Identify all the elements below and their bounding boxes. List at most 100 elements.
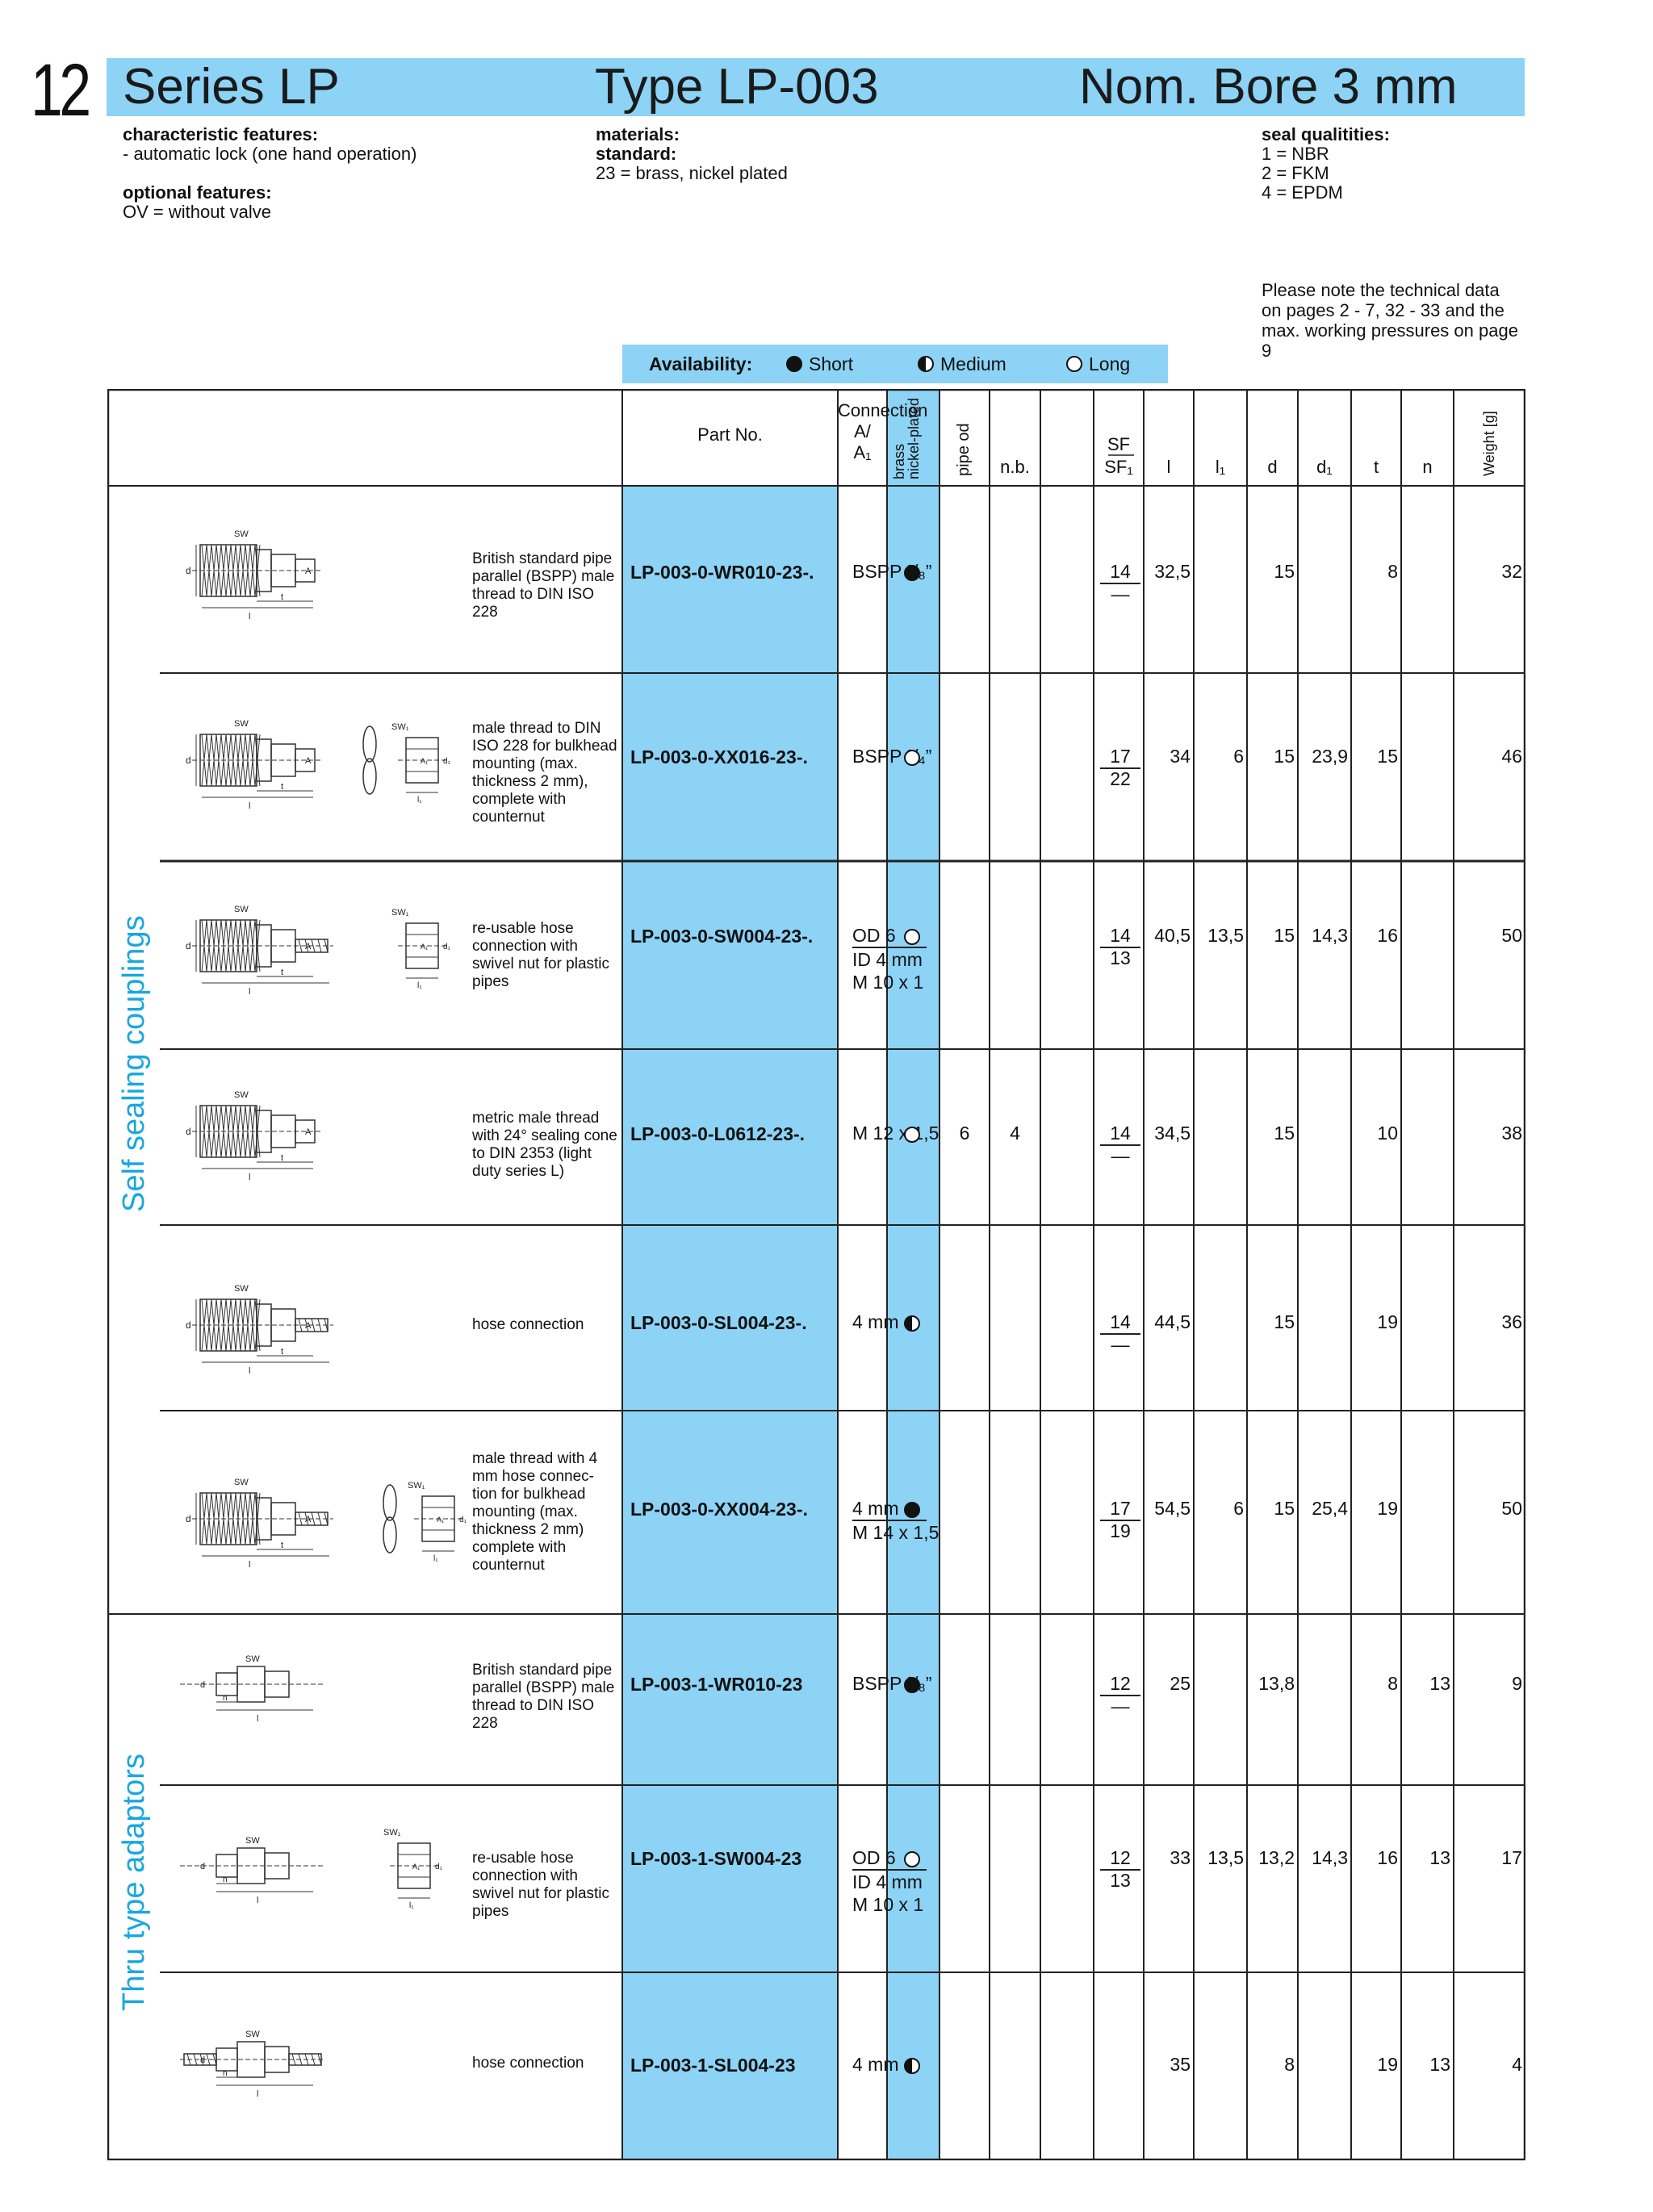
l-value: 40,5 [1154, 925, 1191, 946]
l1-value: 13,5 [1207, 1847, 1244, 1868]
seal-qualities: seal qualitities: 1 = NBR 2 = FKM 4 = EP… [1262, 125, 1390, 203]
w-value: 17 [1501, 1847, 1522, 1868]
seal-fkm: 2 = FKM [1262, 163, 1329, 183]
w-value: 50 [1501, 1498, 1522, 1519]
l-value: 34,5 [1154, 1123, 1191, 1144]
svg-text:SW: SW [234, 1090, 249, 1100]
svg-text:l: l [257, 1896, 258, 1905]
availability-medium: Medium [940, 353, 1006, 374]
technical-note: Please note the technical data on pages … [1262, 280, 1518, 361]
availability-long: Long [1089, 353, 1131, 374]
row-description: British standard pipe parallel (BSPP) ma… [472, 1662, 615, 1732]
n-value: 13 [1429, 2054, 1450, 2075]
medium-availability-icon [904, 2058, 920, 2074]
w-value: 32 [1501, 561, 1522, 582]
svg-text:d: d [200, 1680, 205, 1690]
header-brass: brass [891, 443, 907, 479]
d-value: 15 [1274, 1311, 1295, 1332]
t-value: 8 [1387, 561, 1398, 582]
svg-text:t: t [281, 1347, 283, 1357]
sf1-value: — [1111, 1696, 1130, 1716]
series-title: Series LP [123, 59, 340, 115]
svg-text:A: A [305, 567, 312, 576]
connection-value: 4 mm [852, 1311, 899, 1332]
svg-text:l: l [257, 1714, 258, 1724]
sf-value: 12 [1100, 1846, 1140, 1871]
d-value: 15 [1274, 561, 1295, 582]
svg-text:d: d [186, 1319, 191, 1331]
svg-text:SW₁: SW₁ [391, 908, 409, 918]
header-pipe-od: pipe od [955, 423, 973, 476]
header-nickel: nickel-plated [906, 397, 922, 479]
t-value: 16 [1377, 925, 1398, 946]
svg-text:d₁: d₁ [443, 757, 451, 766]
part-number: LP-003-0-XX004-23-. [630, 1499, 808, 1520]
header-t: t [1373, 457, 1379, 477]
part-number: LP-003-0-SL004-23-. [630, 1312, 807, 1333]
part-number: LP-003-1-SL004-23 [630, 2055, 796, 2076]
connection-value-2: ID 4 mm [852, 1871, 923, 1892]
availability-legend: Availability: Short Medium Long [622, 345, 1168, 383]
svg-text:SW: SW [234, 905, 249, 914]
availability-short: Short [809, 353, 853, 374]
group-label-self: Self sealing couplings [117, 915, 151, 1212]
d-value: 8 [1284, 2054, 1295, 2075]
long-availability-icon [904, 750, 920, 766]
svg-text:A: A [305, 756, 312, 766]
nb-value: 4 [1010, 1123, 1020, 1144]
materials-title: materials: [596, 124, 680, 144]
l1-value: 6 [1233, 1498, 1244, 1519]
w-value: 50 [1501, 925, 1522, 946]
materials-standard: standard: [596, 144, 677, 164]
part-number: LP-003-0-SW004-23-. [630, 926, 814, 947]
connection-value-2: M 14 x 1,5 [852, 1522, 939, 1543]
svg-text:l₁: l₁ [433, 1554, 438, 1563]
svg-text:l: l [249, 987, 250, 997]
row-description: metric male thread with 24° sealing cone… [472, 1110, 617, 1180]
header-d1: d₁ [1316, 457, 1333, 477]
svg-text:l₁: l₁ [417, 981, 422, 990]
svg-text:l₁: l₁ [409, 1901, 414, 1910]
header-connection: Connection [838, 400, 928, 420]
l1-value: 6 [1233, 746, 1244, 767]
group-label-thru: Thru type adaptors [117, 1754, 151, 2011]
svg-text:t: t [281, 592, 283, 602]
svg-text:l: l [249, 1173, 250, 1182]
svg-text:A: A [305, 1515, 312, 1524]
header-n: n [1422, 457, 1433, 477]
sf1-value: — [1111, 583, 1130, 604]
d-value: 13,2 [1258, 1847, 1295, 1868]
row-description: re-usable hose connection with swivel nu… [472, 920, 610, 990]
l1-value: 13,5 [1207, 925, 1244, 946]
svg-text:d: d [186, 1513, 191, 1524]
long-availability-icon [904, 929, 920, 945]
svg-text:t: t [281, 1153, 283, 1163]
t-value: 15 [1377, 746, 1398, 767]
svg-text:l: l [257, 2089, 258, 2099]
l-value: 44,5 [1154, 1311, 1191, 1332]
l-value: 35 [1170, 2054, 1191, 2075]
n-value: 13 [1429, 1673, 1450, 1694]
row-description: hose connection [472, 1316, 584, 1333]
svg-text:SW: SW [245, 2030, 260, 2039]
w-value: 46 [1501, 746, 1522, 767]
connection-value-3: M 10 x 1 [852, 1894, 924, 1915]
svg-text:d: d [200, 1862, 205, 1871]
characteristic-line: - automatic lock (one hand operation) [123, 144, 417, 164]
w-value: 9 [1512, 1673, 1522, 1694]
svg-text:n: n [223, 2069, 228, 2078]
header-nb: n.b. [1000, 457, 1030, 477]
d-value: 15 [1274, 925, 1295, 946]
t-value: 19 [1377, 1311, 1398, 1332]
l-value: 32,5 [1154, 561, 1191, 582]
connection-value: OD 6 [852, 1846, 927, 1871]
l-value: 33 [1170, 1847, 1191, 1868]
svg-text:A: A [305, 942, 312, 951]
svg-text:SW: SW [234, 529, 249, 539]
svg-text:SW: SW [245, 1836, 260, 1846]
svg-text:n: n [223, 1694, 228, 1703]
